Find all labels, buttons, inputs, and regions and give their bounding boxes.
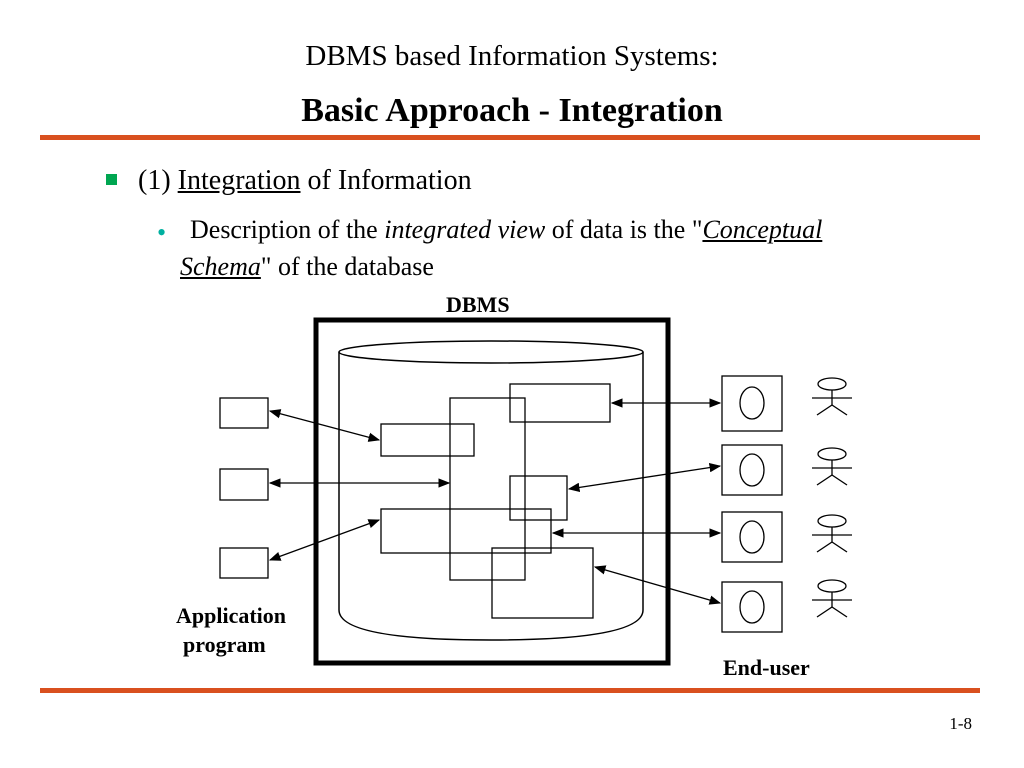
schema-fragment xyxy=(380,508,552,554)
slide-title-line2: Basic Approach - Integration xyxy=(301,92,723,129)
program-label: program xyxy=(183,632,266,657)
arrow xyxy=(593,565,722,605)
user-figures xyxy=(812,377,852,618)
square-bullet-icon xyxy=(106,174,117,185)
schema-fragment xyxy=(449,397,526,581)
integrated-view-term: integrated view xyxy=(384,215,546,244)
arrow xyxy=(268,409,381,442)
application-program-box xyxy=(219,468,269,501)
integration-term: Integration xyxy=(177,165,301,196)
application-programs xyxy=(219,397,269,579)
arrow xyxy=(268,519,381,561)
connection-arrows xyxy=(268,398,722,605)
schema-fragment xyxy=(509,475,568,521)
page-number: 1-8 xyxy=(949,714,972,733)
database-cylinder xyxy=(338,340,644,641)
slide-title-line1: DBMS based Information Systems: xyxy=(305,40,719,72)
user-person-icon xyxy=(812,377,852,416)
terminal-screen xyxy=(721,375,783,432)
top-divider xyxy=(40,135,980,140)
schema-term: Schema xyxy=(180,252,261,281)
bullet-description-line2: Schema" of the database xyxy=(180,249,434,285)
end-user-terminals xyxy=(721,375,783,633)
user-person-icon xyxy=(812,447,852,486)
bottom-divider xyxy=(40,688,980,693)
schema-fragment xyxy=(491,547,594,619)
application-program-box xyxy=(219,397,269,429)
description-part3: " of the database xyxy=(260,252,434,281)
terminal-screen xyxy=(721,444,783,496)
application-program-box xyxy=(219,547,269,579)
schema-fragment xyxy=(380,423,475,457)
dbms-label: DBMS xyxy=(446,292,510,317)
bullet-description: Description of the integrated view of da… xyxy=(190,212,980,248)
schema-fragment xyxy=(509,383,611,423)
terminal-screen xyxy=(721,581,783,633)
bullet-suffix: of Information xyxy=(300,165,472,196)
description-part2: of data is the " xyxy=(545,215,703,244)
arrow xyxy=(567,462,722,493)
conceptual-term: Conceptual xyxy=(702,215,823,244)
application-label: Application xyxy=(176,603,287,628)
dot-bullet-icon: • xyxy=(157,218,167,247)
end-user-label: End-user xyxy=(723,655,810,680)
user-person-icon xyxy=(812,579,852,618)
schema-fragments xyxy=(380,383,611,619)
terminal-screen xyxy=(721,511,783,563)
user-person-icon xyxy=(812,514,852,553)
bullet-prefix: (1) xyxy=(138,165,178,196)
description-part1: Description of the xyxy=(190,215,385,244)
bullet-integration: (1) Integration of Information xyxy=(138,164,472,198)
